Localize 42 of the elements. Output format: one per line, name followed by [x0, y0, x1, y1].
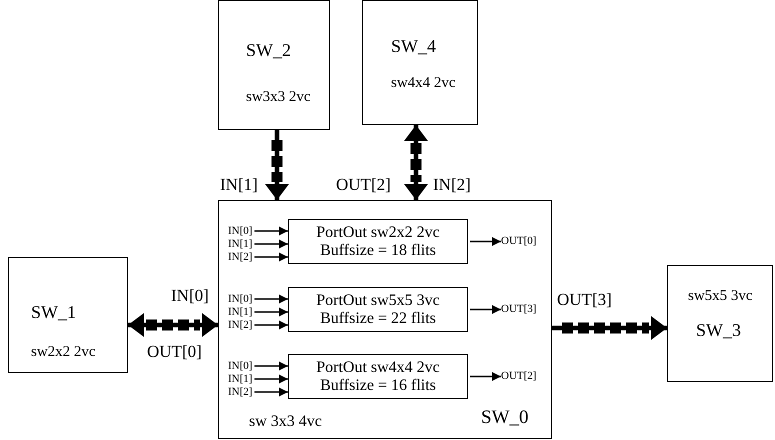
switch-config: sw5x5 3vc — [688, 288, 753, 304]
port-config: PortOut sw2x2 2vc — [316, 224, 440, 242]
switch-box — [218, 200, 552, 439]
edge-label: OUT[2] — [336, 176, 391, 193]
port-label: OUT[2] — [501, 370, 536, 382]
switch-box — [362, 0, 478, 125]
switch-name: SW_1 — [31, 303, 76, 323]
buffer-size: Buffsize = 16 flits — [320, 376, 436, 394]
switch-name: SW_2 — [246, 41, 291, 61]
edge-label: IN[1] — [220, 176, 258, 193]
port-box — [288, 287, 468, 332]
port-label: OUT[0] — [501, 235, 536, 247]
port-label: OUT[0] — [147, 343, 202, 360]
port-label: IN[2] — [228, 251, 252, 263]
switch-config: sw2x2 2vc — [31, 344, 96, 360]
switch-box — [8, 257, 128, 373]
buffer-size: Buffsize = 18 flits — [320, 242, 436, 260]
switch-name: SW_0 — [481, 408, 528, 429]
port-label: IN[0] — [228, 360, 252, 372]
edge-label: IN[0] — [171, 287, 209, 304]
port-config: PortOut sw4x4 2vc — [316, 358, 440, 376]
port-label: IN[0] — [228, 293, 252, 305]
buffer-size: Buffsize = 22 flits — [320, 310, 436, 328]
port-label: IN[1] — [228, 373, 252, 385]
switch-config: sw4x4 2vc — [391, 75, 456, 92]
switch-box — [218, 0, 330, 130]
port-label: OUT[3] — [501, 303, 536, 315]
switch-box — [667, 265, 773, 382]
port-box — [288, 219, 468, 264]
port-label: IN[1] — [228, 238, 252, 250]
switch-name: SW_4 — [391, 37, 436, 57]
switch-config: sw 3x3 4vc — [249, 413, 322, 431]
port-config: PortOut sw5x5 3vc — [316, 292, 440, 310]
port-label: IN[1] — [228, 306, 252, 318]
edge-label: OUT[3] — [557, 291, 612, 308]
port-label: IN[0] — [228, 225, 252, 237]
port-label: IN[2] — [228, 319, 252, 331]
port-box — [288, 354, 468, 399]
switch-config: sw3x3 2vc — [246, 89, 311, 106]
port-label: IN[2] — [433, 176, 471, 193]
switch-name: SW_3 — [696, 321, 741, 341]
port-label: IN[2] — [228, 386, 252, 398]
